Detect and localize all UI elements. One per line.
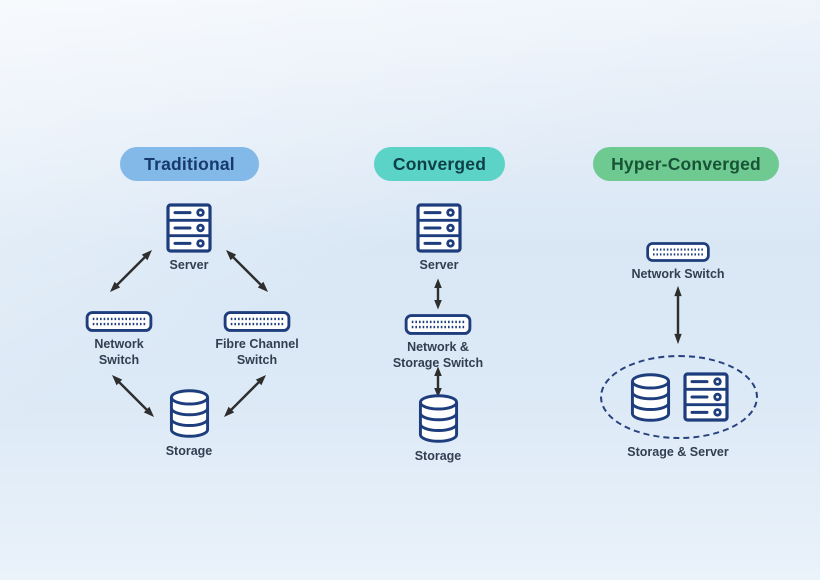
network-switch-label-line2: Switch bbox=[98, 353, 140, 367]
traditional-fibre-channel-switch-node: Fibre Channel Switch bbox=[210, 311, 304, 368]
server-fibre-switch-arrow-icon bbox=[219, 243, 275, 299]
fibre-channel-switch-label-line1: Fibre Channel bbox=[215, 337, 299, 351]
traditional-header-pill: Traditional bbox=[120, 147, 259, 181]
network-switch-label-line1: Network bbox=[94, 337, 144, 351]
converged-server-node: Server bbox=[399, 203, 479, 273]
storage-server-cluster-label-node: Storage & Server bbox=[613, 444, 743, 460]
converged-header-pill: Converged bbox=[374, 147, 505, 181]
converged-network-storage-switch-node: Network & Storage Switch bbox=[385, 314, 491, 371]
fibre-channel-switch-label-line2: Switch bbox=[236, 353, 278, 367]
server-label: Server bbox=[419, 258, 459, 272]
network-storage-switch-label-line1: Network & bbox=[407, 340, 469, 354]
hyper-network-switch-node: Network Switch bbox=[628, 242, 728, 282]
network-switch-icon bbox=[85, 311, 153, 332]
network-switch-label: Network Switch bbox=[631, 267, 725, 281]
network-storage-switch-label-line2: Storage Switch bbox=[392, 356, 484, 370]
server-icon bbox=[416, 203, 462, 253]
network-switch-label: Network Switch bbox=[94, 336, 143, 368]
server-icon bbox=[683, 371, 729, 423]
network-storage-switch-label: Network & Storage Switch bbox=[393, 339, 483, 371]
traditional-server-node: Server bbox=[149, 203, 229, 273]
network-switch-icon bbox=[644, 242, 712, 262]
traditional-storage-node: Storage bbox=[152, 388, 226, 459]
switch-cluster-arrow-icon bbox=[668, 283, 688, 347]
server-network-switch-arrow-icon bbox=[103, 243, 159, 299]
converged-storage-node: Storage bbox=[401, 393, 475, 464]
storage-icon bbox=[629, 372, 672, 423]
server-switch-arrow-icon bbox=[428, 276, 448, 312]
fibre-channel-switch-label: Fibre Channel Switch bbox=[215, 336, 298, 368]
server-icon bbox=[166, 203, 212, 253]
storage-label: Storage bbox=[414, 449, 462, 463]
network-storage-switch-icon bbox=[403, 314, 473, 335]
storage-server-cluster-ellipse bbox=[600, 355, 758, 439]
hyper-converged-header-pill: Hyper-Converged bbox=[593, 147, 779, 181]
storage-icon bbox=[168, 388, 211, 439]
server-label: Server bbox=[169, 258, 209, 272]
storage-icon bbox=[417, 393, 460, 444]
storage-server-label: Storage & Server bbox=[627, 445, 729, 459]
storage-label: Storage bbox=[165, 444, 213, 458]
fibre-channel-switch-icon bbox=[223, 311, 291, 332]
traditional-network-switch-node: Network Switch bbox=[72, 311, 166, 368]
